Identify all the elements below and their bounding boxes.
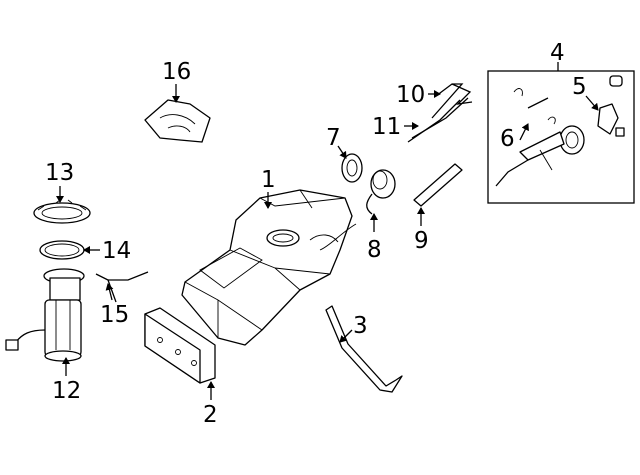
callout-10: 10 (396, 82, 425, 108)
gasket-part (39, 240, 85, 260)
shield-plate-part (144, 307, 216, 384)
callout-7: 7 (326, 125, 341, 151)
filler-neck-assembly-box (487, 62, 635, 204)
callout-1: 1 (261, 167, 276, 193)
fuel-tank-part (181, 189, 357, 346)
vent-tube-part (407, 83, 473, 143)
callout-6: 6 (500, 126, 515, 152)
insulator-pad-part (144, 99, 211, 143)
callout-4: 4 (550, 40, 565, 66)
callout-16: 16 (162, 59, 191, 85)
pump-hose-part (95, 271, 149, 303)
callout-3: 3 (353, 313, 368, 339)
tank-strap-part (325, 305, 403, 393)
callout-13: 13 (45, 160, 74, 186)
callout-12: 12 (52, 378, 81, 404)
lock-ring-part (33, 199, 91, 224)
callout-14: 14 (102, 238, 131, 264)
callout-9: 9 (414, 228, 429, 254)
callout-11: 11 (372, 114, 401, 140)
fuel-cap-part (366, 169, 396, 215)
fuel-pump-module-part (5, 268, 85, 362)
leader-lines (56, 84, 599, 400)
filler-hose-part (413, 163, 463, 207)
filler-seal-part (341, 153, 363, 183)
callout-labels: 1 2 3 4 5 6 7 8 9 10 11 12 13 14 15 16 (45, 40, 587, 428)
callout-2: 2 (203, 402, 218, 428)
callout-8: 8 (367, 237, 382, 263)
callout-5: 5 (572, 74, 587, 100)
callout-15: 15 (100, 302, 129, 328)
